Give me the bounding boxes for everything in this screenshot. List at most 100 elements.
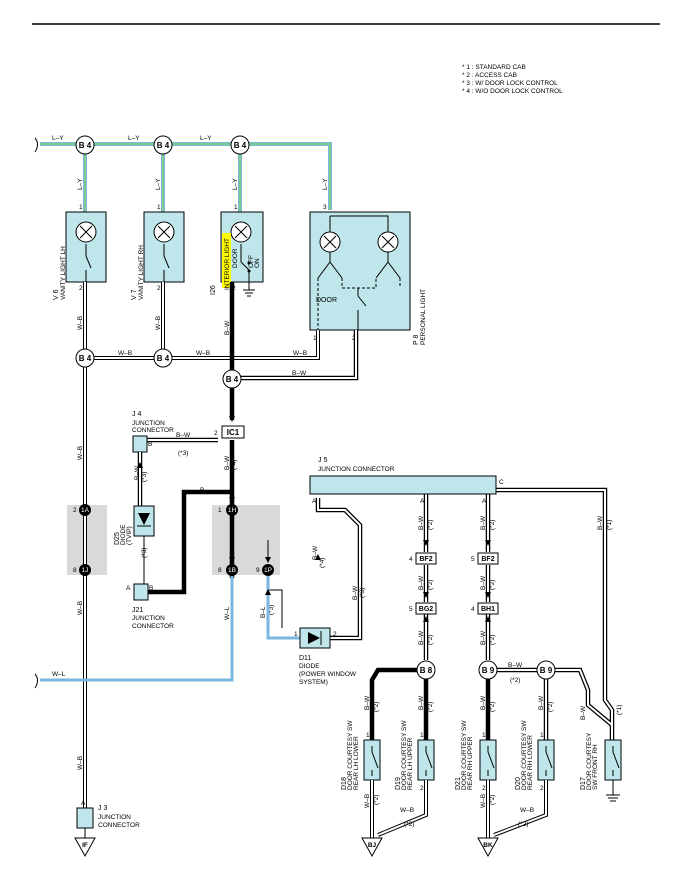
p8-id: P 8 [413, 335, 420, 345]
wire-label-bw-v12: B–W [364, 695, 371, 710]
svg-text:1: 1 [157, 204, 161, 211]
wire-label-ly-1: L–Y [52, 135, 64, 142]
diode-d25 [133, 505, 155, 585]
wire-label-bw-v16: B–W [597, 515, 604, 530]
mark-s4-1: (*4) [231, 460, 238, 470]
svg-text:BH1: BH1 [481, 606, 495, 613]
svg-text:IF: IF [82, 842, 88, 849]
svg-text:1: 1 [79, 204, 83, 211]
svg-text:2: 2 [482, 785, 486, 792]
door-courtesy-sw-d17 [604, 739, 622, 802]
svg-text:BJ: BJ [368, 842, 377, 849]
svg-text:BF2: BF2 [419, 556, 432, 563]
bw-wires [142, 282, 615, 740]
mark-s2-7: (*2) [373, 702, 380, 712]
d21-name2: REAR RH UPPER [467, 736, 474, 790]
svg-text:1: 1 [294, 631, 298, 638]
d25-id: D25 [114, 532, 121, 545]
connector-bh1: BH1 4 [471, 602, 499, 615]
svg-text:2: 2 [157, 285, 161, 292]
mark-s2-g2: (*2) [404, 821, 414, 828]
wire-label-bw-v9: B–W [480, 575, 487, 590]
d19-name: DOOR COURTESY SW [401, 720, 408, 790]
svg-text:2: 2 [333, 631, 337, 638]
wire-label-wb-h3: W–B [293, 350, 307, 357]
connector-bg2: BG2 5 [409, 602, 437, 615]
connector-b9-right: B 9 [536, 660, 556, 680]
d19-name2: REAR LH UPPER [407, 737, 414, 790]
svg-text:1: 1 [218, 507, 222, 514]
svg-text:A: A [81, 800, 86, 807]
svg-text:1J: 1J [82, 567, 89, 574]
svg-text:2: 2 [420, 785, 424, 792]
wire-label-bw-v10: B–W [418, 630, 425, 645]
p8-name: PERSONAL LIGHT [420, 289, 427, 345]
svg-text:1A: 1A [81, 507, 90, 514]
i26-on: ON [254, 258, 261, 268]
i26-door: DOOR [232, 248, 239, 268]
svg-text:8: 8 [73, 567, 77, 574]
mark-s1-2: (*1) [616, 705, 623, 715]
mark-s2-6: (*2) [489, 635, 496, 645]
connector-b9-left: B 9 [478, 660, 498, 680]
wire-label-ly-v1: L–Y [77, 178, 84, 190]
connector-1j: 1J 8 [73, 564, 91, 576]
v6-id: V 6 [53, 289, 60, 300]
svg-text:2: 2 [79, 285, 83, 292]
svg-text:1: 1 [420, 732, 424, 739]
svg-text:B 4: B 4 [157, 354, 170, 363]
wire-label-bw-v4: B–W [312, 545, 319, 560]
connector-b4-mid-2: B 4 [153, 348, 173, 368]
mark-s2-g3: (*2) [489, 795, 496, 805]
svg-text:1H: 1H [228, 507, 237, 514]
svg-text:B 9: B 9 [482, 666, 495, 675]
d18-id: D18 [341, 777, 348, 790]
wire-label-bw-v15: B–W [538, 695, 545, 710]
svg-text:1: 1 [234, 204, 238, 211]
wire-label-bw-v11: B–W [480, 630, 487, 645]
wire-label-bw-v5: B–W [352, 585, 359, 600]
connector-b4-top-1: B 4 [75, 135, 95, 155]
wire-label-ly-2: L–Y [128, 135, 140, 142]
v7-name: VANITY LIGHT RH [138, 245, 145, 300]
junction-connector-j21: B A J21 JUNCTION CONNECTOR [126, 583, 174, 630]
svg-text:1B: 1B [228, 567, 236, 574]
svg-text:SYSTEM): SYSTEM) [299, 679, 328, 686]
arrow-marks [137, 462, 491, 622]
wire-label-bw-h2: B–W [176, 432, 191, 439]
svg-text:1: 1 [366, 732, 370, 739]
wire-label-bw-v17: B–W [580, 705, 587, 720]
splice-area-center [212, 505, 280, 575]
wire-label-bw-v1: B–W [224, 320, 231, 335]
svg-text:J 4: J 4 [132, 411, 141, 418]
mark-s2-11: (*2) [510, 677, 520, 684]
mark-s2-8: (*2) [427, 702, 434, 712]
wb-wires [83, 282, 320, 828]
note-2: * 2 : ACCESS CAB [462, 72, 517, 79]
svg-text:B 4: B 4 [79, 354, 92, 363]
svg-text:J 3: J 3 [98, 805, 107, 812]
door-courtesy-sw-d21: 1 2 [479, 732, 497, 792]
connector-b4-top-3: B 4 [230, 135, 250, 155]
personal-light: DOOR 3 1 2 [309, 204, 411, 342]
svg-text:1: 1 [482, 732, 486, 739]
svg-text:IC1: IC1 [227, 428, 240, 437]
junction-connector-j3: A J 3 JUNCTION CONNECTOR [76, 800, 140, 838]
svg-text:D11: D11 [299, 655, 311, 662]
mark-s2-3: (*2) [427, 580, 434, 590]
wire-label-bw-h3: B–W [508, 662, 523, 669]
svg-text:JUNCTION: JUNCTION [132, 420, 165, 427]
i26-highlight [222, 233, 231, 288]
wire-label-bw-v2: B–W [224, 455, 231, 470]
v6-name: VANITY LIGHT LH [60, 246, 67, 300]
mark-s2-9: (*2) [489, 702, 496, 712]
svg-text:B 4: B 4 [79, 141, 92, 150]
svg-text:BF2: BF2 [481, 556, 494, 563]
wire-label-wb-1: W–B [77, 316, 84, 330]
connector-b4-lower: B 4 [222, 369, 242, 389]
wire-label-wb-h2: W–B [196, 350, 210, 357]
svg-text:(POWER WINDOW: (POWER WINDOW [299, 671, 357, 678]
wire-label-bw-v6: B–W [418, 515, 425, 530]
svg-text:BG2: BG2 [419, 606, 434, 613]
connector-bf2-right: BF2 5 [471, 552, 499, 565]
